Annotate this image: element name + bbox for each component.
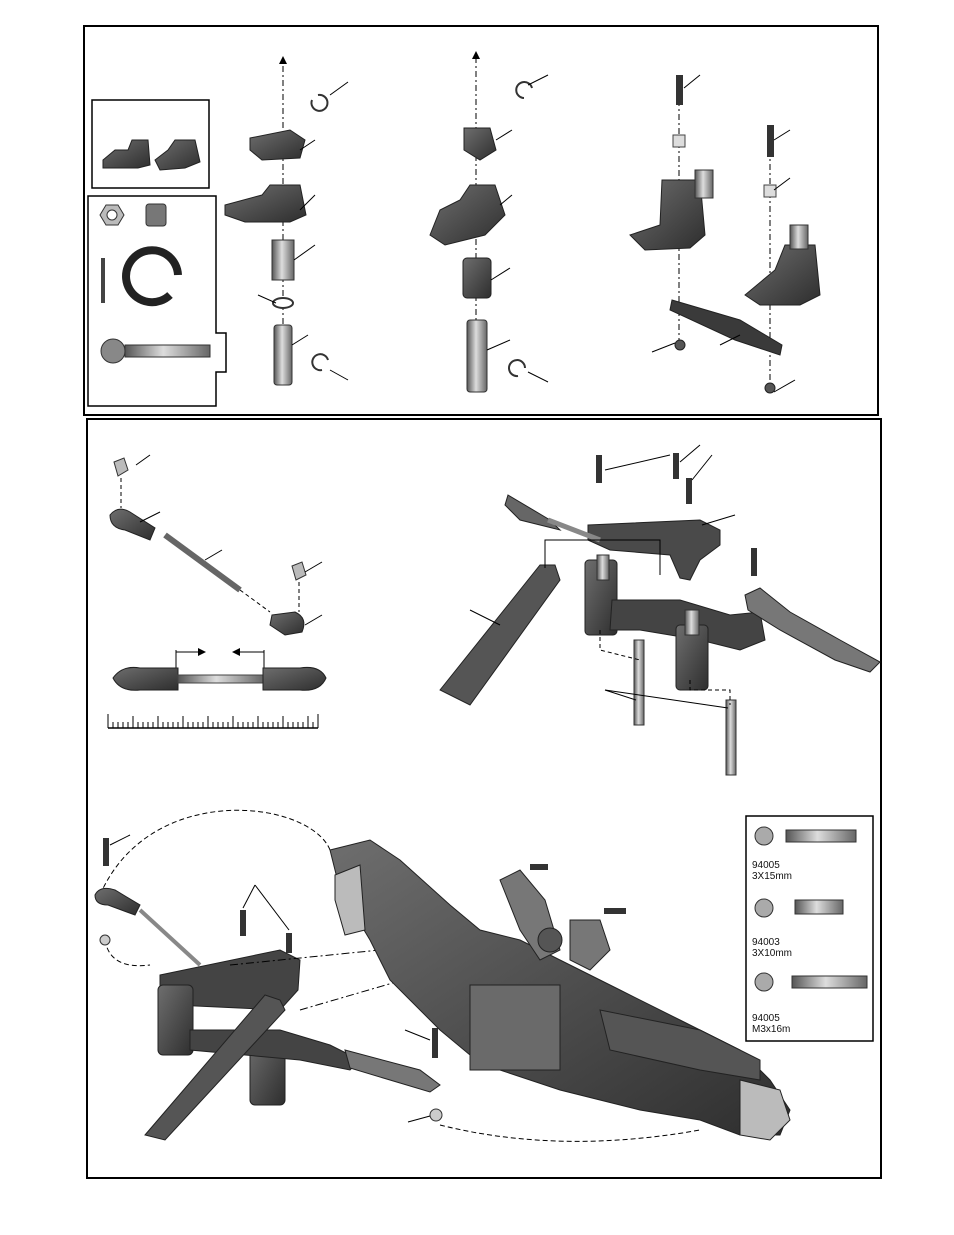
- turnbuckle-assembled: [113, 650, 326, 690]
- steering-bellcrank-assembly: [630, 75, 820, 393]
- legend-2-size: 3X10mm: [752, 948, 792, 959]
- turnbuckle-explode: [110, 455, 322, 635]
- nut-side-icon: [146, 204, 166, 226]
- screw-3x10-icon: [755, 899, 843, 917]
- hardware-legend-box: [746, 816, 873, 1041]
- legend-3-size: M3x16m: [752, 1024, 790, 1035]
- legend-1-part-no: 94005: [752, 860, 780, 871]
- steering-rack-explode: [440, 445, 880, 775]
- legend-3-part-no: 94005: [752, 1013, 780, 1024]
- legend-1-size: 3X15mm: [752, 871, 792, 882]
- chassis-assembly: [95, 810, 790, 1141]
- legend-2-part-no: 94003: [752, 937, 780, 948]
- pin-icon: [101, 258, 105, 303]
- screw-3x15-icon: [755, 827, 856, 845]
- steering-stack-2: [430, 55, 548, 392]
- steering-stack-1: [225, 60, 348, 385]
